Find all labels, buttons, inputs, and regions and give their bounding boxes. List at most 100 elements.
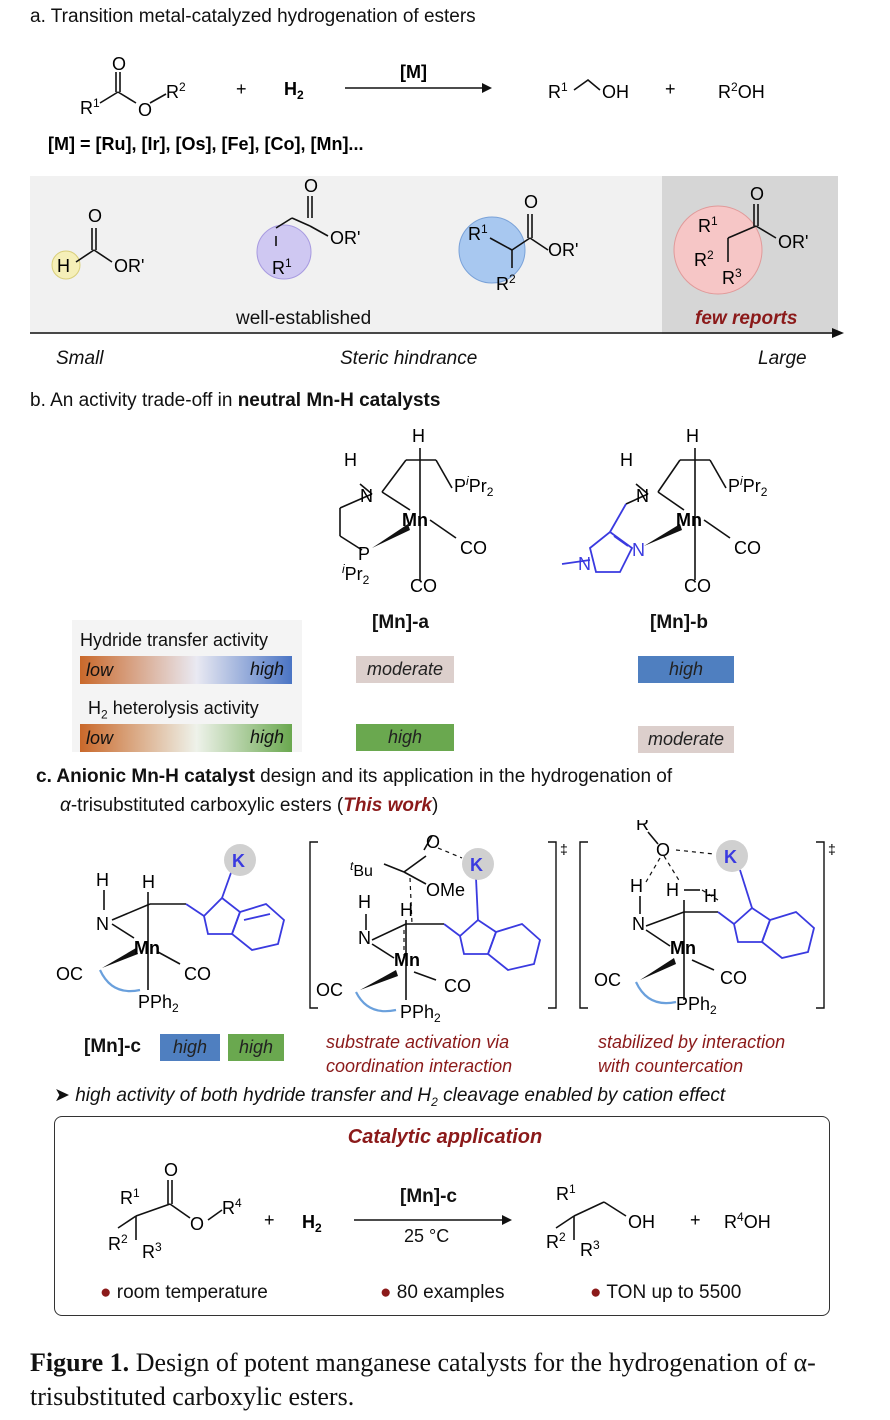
few-reports-label: few reports	[695, 308, 798, 329]
section-a-diagram: O R1 O R2 + H2 [M] R1 OH + R2OH [M] = [R…	[30, 54, 844, 338]
svg-text:PPh2: PPh2	[676, 994, 717, 1017]
svg-text:Mn: Mn	[394, 950, 420, 970]
svg-text:K: K	[470, 855, 483, 875]
axis-large-label: Large	[758, 348, 807, 369]
axis-small-label: Small	[56, 348, 104, 369]
svg-text:H: H	[686, 426, 699, 446]
svg-text:CO: CO	[410, 576, 437, 596]
svg-text:R4OH: R4OH	[724, 1210, 771, 1232]
svg-text:K: K	[232, 851, 245, 871]
svg-text:H: H	[630, 876, 643, 896]
cat-b-label: [Mn]-b	[650, 612, 709, 633]
svg-text:+: +	[236, 79, 247, 99]
svg-text:N: N	[632, 914, 645, 934]
well-established-label: well-established	[236, 308, 372, 329]
svg-text:N: N	[96, 914, 109, 934]
svg-text:OH: OH	[602, 82, 629, 102]
metals-list: [M] = [Ru], [Ir], [Os], [Fe], [Co], [Mn]…	[48, 134, 363, 154]
svg-text:CO: CO	[684, 576, 711, 596]
svg-text:H: H	[400, 900, 413, 920]
app-temp-label: 25 °C	[404, 1226, 450, 1246]
app-catalyst-label: [Mn]-c	[400, 1186, 457, 1207]
svg-text:OH: OH	[628, 1212, 655, 1232]
svg-text:OR': OR'	[330, 228, 360, 248]
catalyst-M: [M]	[400, 62, 427, 82]
svg-text:N: N	[358, 928, 371, 948]
section-a-title: a. Transition metal-catalyzed hydrogenat…	[30, 6, 476, 27]
application-box	[54, 1116, 830, 1316]
svg-text:PPh2: PPh2	[138, 992, 179, 1015]
svg-text:R2: R2	[166, 80, 186, 102]
svg-text:OR': OR'	[548, 240, 578, 260]
svg-text:R1: R1	[556, 1182, 576, 1204]
svg-text:OR': OR'	[114, 256, 144, 276]
bullet-examples: ● 80 examples	[380, 1282, 505, 1303]
svg-text:R1: R1	[120, 1186, 140, 1208]
c-hydride-badge: high	[160, 1034, 220, 1061]
svg-text:Mn: Mn	[134, 938, 160, 958]
svg-text:OC: OC	[316, 980, 343, 1000]
svg-text:O: O	[190, 1214, 204, 1234]
svg-text:K: K	[724, 847, 737, 867]
svg-text:O: O	[88, 206, 102, 226]
hydride-gradient-bar: low high	[80, 656, 292, 684]
svg-text:N: N	[360, 486, 373, 506]
svg-text:OC: OC	[56, 964, 83, 984]
section-c-title-line2: α-trisubstituted carboxylic esters (This…	[60, 795, 439, 816]
application-title: Catalytic application	[347, 1126, 543, 1148]
b-hydride-badge: high	[638, 656, 734, 683]
svg-text:OR': OR'	[778, 232, 808, 252]
svg-text:CO: CO	[734, 538, 761, 558]
svg-text:OC: OC	[594, 970, 621, 990]
section-c-structures: K H H N Mn OC CO PPh2 ‡ K tBu O OMe H H …	[56, 820, 836, 1025]
figure-caption: Figure 1. Design of potent manganese cat…	[30, 1348, 816, 1411]
svg-text:H: H	[666, 880, 679, 900]
svg-text:R3: R3	[580, 1238, 600, 1260]
svg-text:PiPr2: PiPr2	[454, 474, 494, 499]
application-scheme: O R1 R2 R3 O R4 + H2 R1 R2 R3 OH + R4OH	[108, 1160, 771, 1262]
svg-text:N: N	[636, 486, 649, 506]
svg-text:H: H	[704, 886, 717, 906]
svg-text:H: H	[96, 870, 109, 890]
svg-text:O: O	[426, 832, 440, 852]
svg-text:R2OH: R2OH	[718, 80, 765, 102]
bullet-ton: ● TON up to 5500	[590, 1282, 742, 1303]
svg-text:R1: R1	[548, 80, 568, 102]
a-h2-badge: high	[356, 724, 454, 751]
hydride-legend-label: Hydride transfer activity	[80, 630, 269, 650]
section-b-title: b. An activity trade-off in neutral Mn-H…	[30, 390, 441, 411]
svg-text:tBu: tBu	[350, 859, 373, 880]
axis-steric-label: Steric hindrance	[340, 348, 478, 369]
svg-text:P: P	[358, 544, 370, 564]
svg-text:R3: R3	[142, 1240, 162, 1262]
ester-O: O	[112, 54, 126, 74]
svg-text:CO: CO	[184, 964, 211, 984]
svg-text:H: H	[358, 892, 371, 912]
svg-text:‡: ‡	[828, 841, 836, 857]
section-c-title: c. Anionic Mn-H catalyst design and its …	[36, 766, 673, 787]
svg-text:Mn: Mn	[402, 510, 428, 530]
h2-gradient-bar: low high	[80, 724, 292, 752]
svg-text:CO: CO	[720, 968, 747, 988]
svg-text:iPr2: iPr2	[342, 562, 370, 587]
svg-text:O: O	[656, 840, 670, 860]
svg-text:CO: CO	[444, 976, 471, 996]
svg-text:H: H	[142, 872, 155, 892]
svg-text:+: +	[665, 79, 676, 99]
svg-text:H2: H2	[284, 79, 304, 102]
svg-text:R: R	[636, 820, 649, 834]
ester-R1: R1	[80, 96, 100, 118]
svg-text:Mn: Mn	[676, 510, 702, 530]
svg-text:OMe: OMe	[426, 880, 465, 900]
ester-structure	[99, 72, 167, 104]
section-b-structures: H H N PiPr2 Mn P iPr2 CO CO H H N PiPr2 …	[339, 426, 768, 596]
svg-text:+: +	[264, 1210, 275, 1230]
svg-text:O: O	[164, 1160, 178, 1180]
svg-text:N: N	[578, 554, 591, 574]
svg-text:PPh2: PPh2	[400, 1002, 441, 1025]
svg-text:R2: R2	[108, 1232, 128, 1254]
svg-text:H: H	[344, 450, 357, 470]
b-h2-badge: moderate	[638, 726, 734, 753]
